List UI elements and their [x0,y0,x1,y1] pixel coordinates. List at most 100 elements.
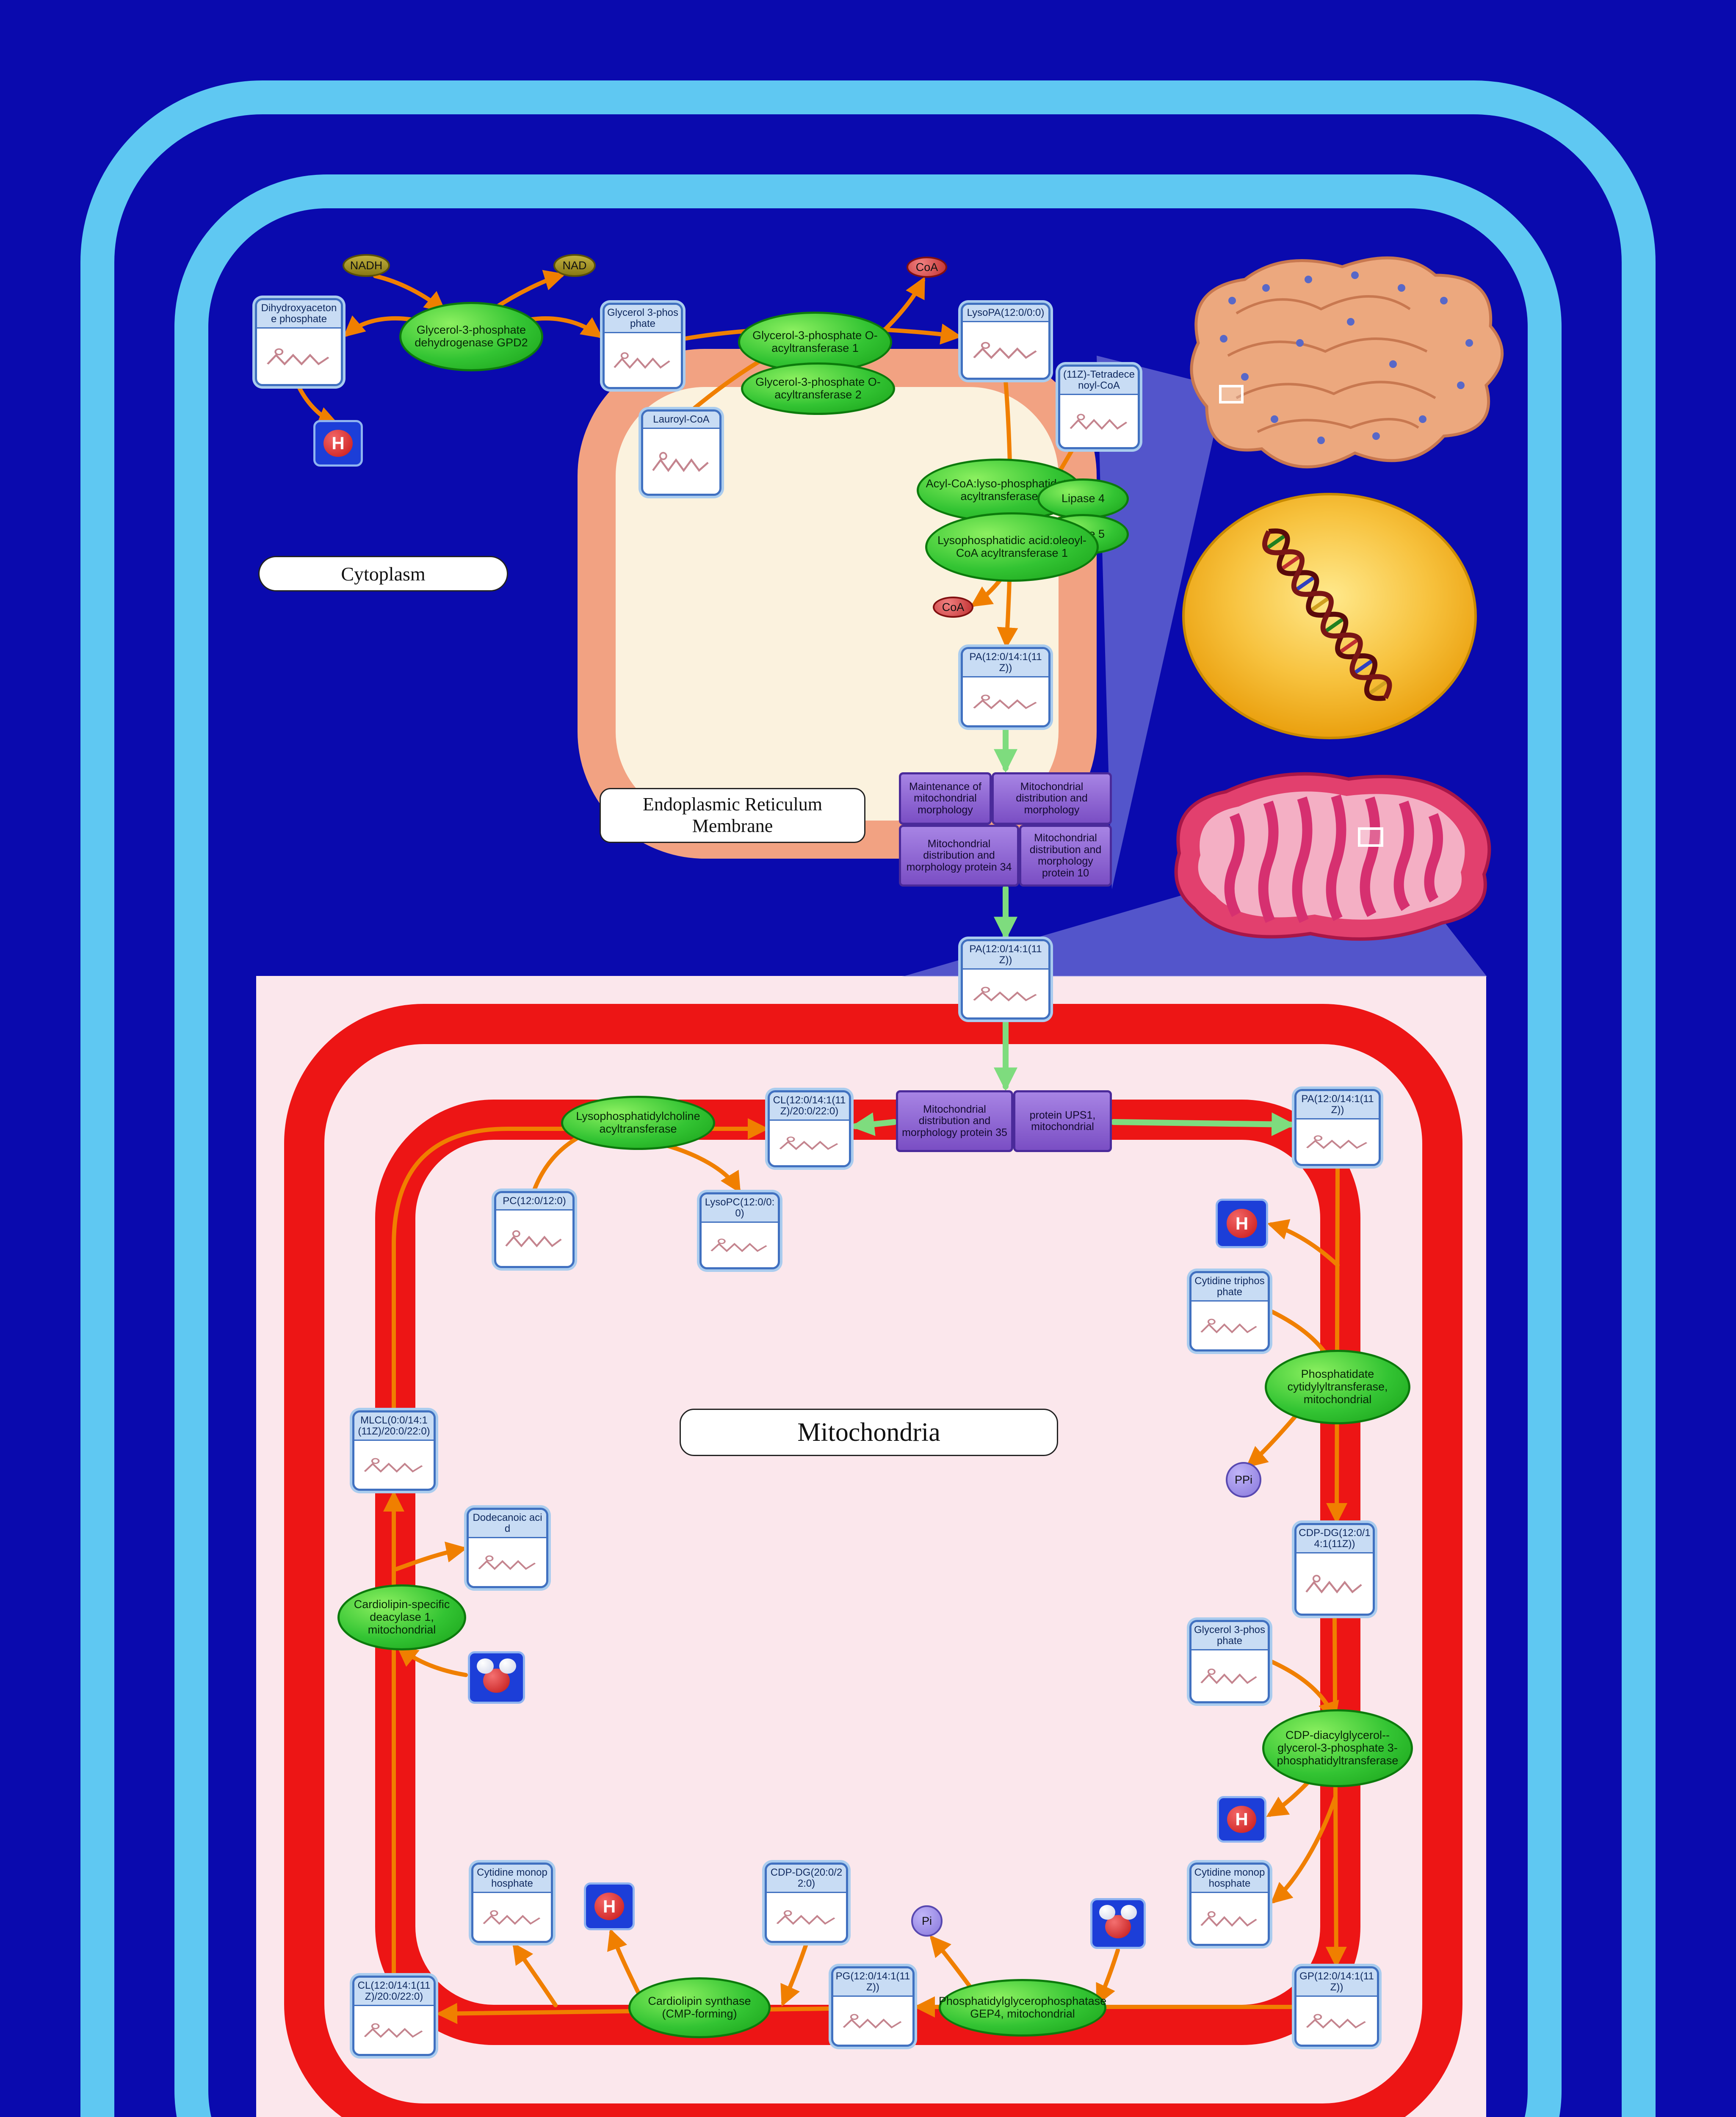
metabolite-label: CDP-DG(12:0/14:1(11Z)) [1296,1525,1373,1553]
protein-node[interactable]: Maintenance of mitochondrial morphology [899,772,992,825]
cofactor-coa[interactable]: CoA [933,597,973,618]
metabolite-label: LysoPC(12:0/0:0) [702,1194,778,1223]
ion-node-proton[interactable]: H [313,420,363,467]
metabolite-label: Cytidine monophosphate [1191,1865,1268,1893]
molecule-structure-icon [1296,1553,1373,1614]
proton-icon: H [594,1892,625,1921]
metabolite-node[interactable]: PA(12:0/14:1(11Z)) [961,939,1050,1020]
metabolite-node[interactable]: Dodecanoic acid [467,1508,548,1588]
cofactor-nadh[interactable]: NADH [343,254,390,277]
metabolite-node[interactable]: CL(12:0/14:1(11Z)/20:0/22:0) [768,1090,851,1167]
proton-icon: H [323,430,353,457]
protein-label: Maintenance of mitochondrial morphology [909,780,981,816]
enzyme-label: Glycerol-3-phosphate dehydrogenase GPD2 [415,323,528,349]
enzyme-label: Phosphatidylglycerophosphatase GEP4, mit… [938,1995,1107,2020]
protein-node[interactable]: protein UPS1, mitochondrial [1013,1090,1112,1152]
metabolite-node[interactable]: Cytidine triphosphate [1189,1271,1270,1351]
metabolite-label: PG(12:0/14:1(11Z)) [833,1968,912,1997]
metabolite-node[interactable]: Glycerol 3-phosphate [603,303,683,389]
enzyme-label: Lysophosphatidic acid:oleoyl-CoA acyltra… [937,534,1086,559]
molecule-structure-icon [1296,1997,1377,2045]
cytoplasm-label: Cytoplasm [258,556,508,591]
mitochondrial-outer-membrane [284,1004,1462,2117]
ribosome-dots-icon [1220,271,1473,444]
metabolite-node[interactable]: LysoPA(12:0/0:0) [961,303,1050,380]
enzyme-label: Cardiolipin synthase (CMP-forming) [648,1995,751,2020]
metabolite-node[interactable]: Cytidine monophosphate [471,1863,553,1943]
metabolite-node[interactable]: PC(12:0/12:0) [494,1191,575,1268]
metabolite-node[interactable]: GP(12:0/14:1(11Z)) [1294,1966,1379,2047]
molecule-structure-icon [833,1997,912,2045]
metabolite-label: GP(12:0/14:1(11Z)) [1296,1968,1377,1997]
metabolite-label: CDP-DG(20:0/22:0) [767,1865,846,1893]
metabolite-node[interactable]: CDP-DG(20:0/22:0) [765,1863,848,1943]
metabolite-node[interactable]: MLCL(0:0/14:1(11Z)/20:0/22:0) [352,1410,436,1491]
nucleus-illustration [1182,493,1477,739]
metabolite-label: PA(12:0/14:1(11Z)) [963,941,1048,970]
metabolite-node[interactable]: Glycerol 3-phosphate [1189,1620,1270,1703]
water-molecule-icon [1099,1905,1137,1939]
cofactor-pi[interactable]: Pi [911,1905,943,1937]
metabolite-label: PA(12:0/14:1(11Z)) [1296,1091,1379,1119]
cofactor-nad[interactable]: NAD [553,254,596,277]
protein-node[interactable]: Mitochondrial distribution and morpholog… [899,825,1019,887]
enzyme-node[interactable]: Lipase 4 [1037,478,1129,519]
enzyme-node[interactable]: Lysophosphatidylcholine acyltransferase [561,1096,715,1150]
cofactor-coa[interactable]: CoA [907,257,947,278]
metabolite-label: Cytidine triphosphate [1191,1273,1268,1302]
enzyme-node[interactable]: Glycerol-3-phosphate O-acyltransferase 2 [741,362,895,415]
ion-node-water[interactable] [1090,1898,1146,1949]
molecule-structure-icon [354,1441,434,1489]
molecule-structure-icon [1060,395,1138,447]
ion-node-proton[interactable]: H [1217,1796,1266,1843]
enzyme-label: CDP-diacylglycerol--glycerol-3-phosphate… [1277,1729,1399,1767]
metabolite-node[interactable]: Dihydroxyacetone phosphate [255,298,343,386]
ion-node-water[interactable] [468,1651,525,1704]
molecule-structure-icon [605,333,681,387]
metabolite-node[interactable]: CL(12:0/14:1(11Z)/20:0/22:0) [352,1976,436,2056]
metabolite-label: CL(12:0/14:1(11Z)/20:0/22:0) [354,1978,434,2006]
ion-node-proton[interactable]: H [1216,1199,1268,1248]
enzyme-node[interactable]: Cardiolipin synthase (CMP-forming) [628,1977,771,2038]
molecule-structure-icon [963,322,1048,378]
metabolite-node[interactable]: (11Z)-Tetradecenoyl-CoA [1058,365,1140,449]
ion-node-proton[interactable]: H [584,1882,635,1930]
molecule-structure-icon [496,1211,572,1266]
metabolite-node[interactable]: Cytidine monophosphate [1189,1863,1270,1946]
molecule-structure-icon [1191,1650,1268,1701]
metabolite-label: Glycerol 3-phosphate [605,305,681,333]
protein-label: protein UPS1, mitochondrial [1029,1109,1096,1133]
metabolite-label: MLCL(0:0/14:1(11Z)/20:0/22:0) [354,1412,434,1441]
protein-node[interactable]: Mitochondrial distribution and morpholog… [896,1090,1013,1152]
metabolite-node[interactable]: PA(12:0/14:1(11Z)) [961,647,1050,727]
metabolite-node[interactable]: PA(12:0/14:1(11Z)) [1294,1089,1381,1166]
er-membrane-label: Endoplasmic Reticulum Membrane [600,788,865,843]
molecule-structure-icon [643,429,719,494]
enzyme-node[interactable]: CDP-diacylglycerol--glycerol-3-phosphate… [1262,1709,1413,1787]
cofactor-ppi[interactable]: PPi [1226,1462,1261,1498]
metabolite-label: Lauroyl-CoA [643,412,719,429]
protein-label: Mitochondrial distribution and morpholog… [906,837,1012,873]
enzyme-node[interactable]: Lysophosphatidic acid:oleoyl-CoA acyltra… [925,512,1099,582]
protein-node[interactable]: Mitochondrial distribution and morpholog… [992,772,1112,825]
molecule-structure-icon [767,1893,846,1941]
metabolite-node[interactable]: LysoPC(12:0/0:0) [699,1192,780,1269]
molecule-structure-icon [257,329,341,384]
molecule-structure-icon [770,1121,849,1165]
metabolite-node[interactable]: Lauroyl-CoA [641,409,721,496]
metabolite-node[interactable]: CDP-DG(12:0/14:1(11Z)) [1294,1523,1375,1616]
protein-label: Mitochondrial distribution and morpholog… [1029,832,1102,879]
er-zoom-region-box[interactable] [1219,385,1244,404]
protein-node[interactable]: Mitochondrial distribution and morpholog… [1019,825,1112,887]
metabolite-node[interactable]: PG(12:0/14:1(11Z)) [831,1966,915,2047]
metabolite-label: LysoPA(12:0/0:0) [963,305,1048,322]
proton-icon: H [1226,1209,1258,1238]
enzyme-node[interactable]: Glycerol-3-phosphate dehydrogenase GPD2 [399,302,543,371]
enzyme-node[interactable]: Phosphatidate cytidylyltransferase, mito… [1265,1350,1410,1424]
enzyme-node[interactable]: Phosphatidylglycerophosphatase GEP4, mit… [939,1979,1106,2037]
enzyme-node[interactable]: Cardiolipin-specific deacylase 1, mitoch… [337,1584,466,1650]
molecule-structure-icon [469,1538,546,1586]
metabolite-label: Dihydroxyacetone phosphate [257,300,341,329]
